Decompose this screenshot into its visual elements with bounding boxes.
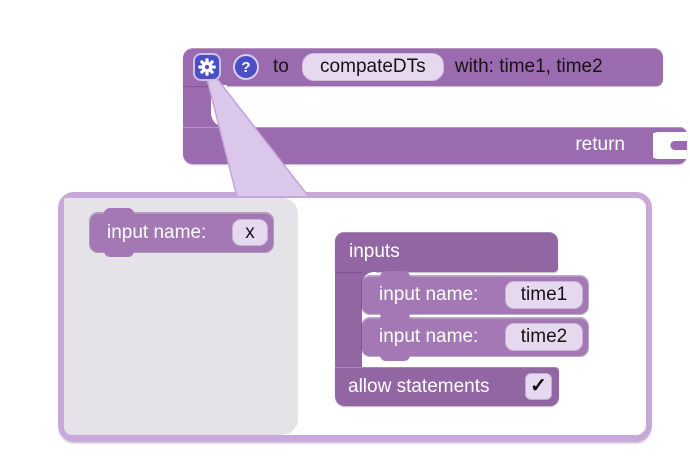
inputs-block-header[interactable]: inputs (335, 232, 558, 272)
input-name-block-time1[interactable]: input name: time1 (362, 271, 588, 319)
input-name-field-time1[interactable]: time1 (505, 281, 583, 309)
help-button[interactable]: ? (233, 54, 259, 80)
mutator-gear-button[interactable] (193, 53, 221, 81)
allow-statements-checkbox[interactable]: ✓ (525, 373, 552, 400)
allow-statements-label: allow statements (348, 376, 490, 397)
checkmark-icon: ✓ (530, 375, 547, 397)
inputs-title: inputs (349, 241, 400, 262)
to-label: to (273, 56, 289, 77)
procedure-name-value: compateDTs (320, 56, 426, 77)
allow-statements-bar: allow statements ✓ (335, 367, 559, 406)
input-name-field[interactable]: x (232, 219, 268, 246)
value-socket-icon (653, 132, 687, 159)
inputs-block-spine (335, 272, 362, 367)
input-name-label: input name: (379, 326, 479, 347)
question-mark-icon: ? (241, 58, 251, 76)
input-name-label: input name: (107, 222, 207, 243)
input-name-label: input name: (379, 284, 479, 305)
input-name-block-time2[interactable]: input name: time2 (362, 313, 588, 361)
procedure-params-text: with: time1, time2 (454, 56, 603, 77)
input-name-value: x (245, 222, 255, 243)
procedure-block-spine (183, 85, 211, 127)
mutator-callout-triangle (206, 78, 311, 198)
mutator-dialog: input name: x inputs input name: time1 i… (58, 192, 652, 441)
return-label: return (575, 134, 625, 155)
input-name-flyout-block[interactable]: input name: x (90, 208, 273, 257)
input-name-value: time2 (520, 326, 568, 347)
input-name-value: time1 (520, 284, 568, 305)
gear-icon (198, 58, 216, 76)
input-name-field-time2[interactable]: time2 (505, 323, 583, 351)
procedure-header-bar[interactable]: ? to compateDTs with: time1, time2 (183, 48, 663, 86)
procedure-name-field[interactable]: compateDTs (301, 53, 444, 81)
